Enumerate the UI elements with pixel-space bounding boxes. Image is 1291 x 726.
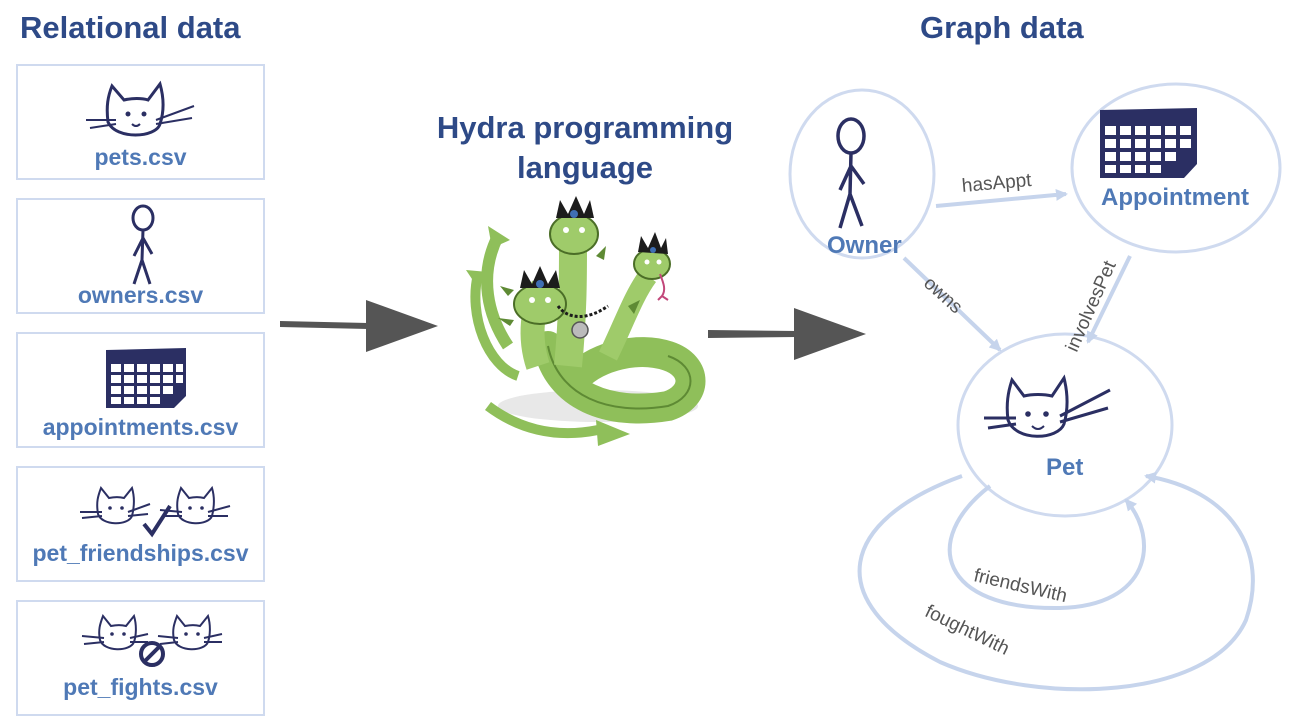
arrow-relational-to-hydra [280,300,438,352]
owner-node [788,88,936,260]
edge-foughtwith [857,471,1255,692]
edge-owns [902,256,1002,352]
file-label: appointments.csv [42,414,239,440]
owner-node-label: Owner [827,232,902,259]
file-label: owners.csv [77,282,204,308]
file-box-appointments: appointments.csv [16,332,265,448]
file-box-pet-fights: pet_fights.csv [16,600,265,716]
cats-fight-icon [81,613,223,667]
file-box-owners: owners.csv [16,198,265,314]
pet-node-label: Pet [1046,454,1084,481]
file-box-pet-friendships: pet_friendships.csv [16,466,265,582]
calendar-icon [106,348,186,408]
file-label: pets.csv [94,144,187,170]
pet-cat-face-icon [984,374,1111,438]
edge-involvespet [1086,255,1132,344]
graph-data-title: Graph data [920,10,1084,45]
stick-figure-icon [131,204,155,285]
hydra-icon [466,196,706,446]
edge-hasappt [935,188,1068,208]
edge-friendswith [947,484,1146,611]
file-label: pet_friendships.csv [32,540,249,566]
cats-friends-icon [80,485,231,538]
file-box-pets: pets.csv [16,64,265,180]
relational-data-title: Relational data [20,10,241,45]
hydra-title: Hydra programming language [436,110,734,185]
appointment-node-label: Appointment [1101,184,1249,211]
file-label: pet_fights.csv [63,674,218,700]
cat-face-icon [86,80,195,137]
owner-stick-figure-icon [836,117,866,229]
arrow-hydra-to-graph [708,308,866,360]
appointment-calendar-icon [1100,108,1197,178]
